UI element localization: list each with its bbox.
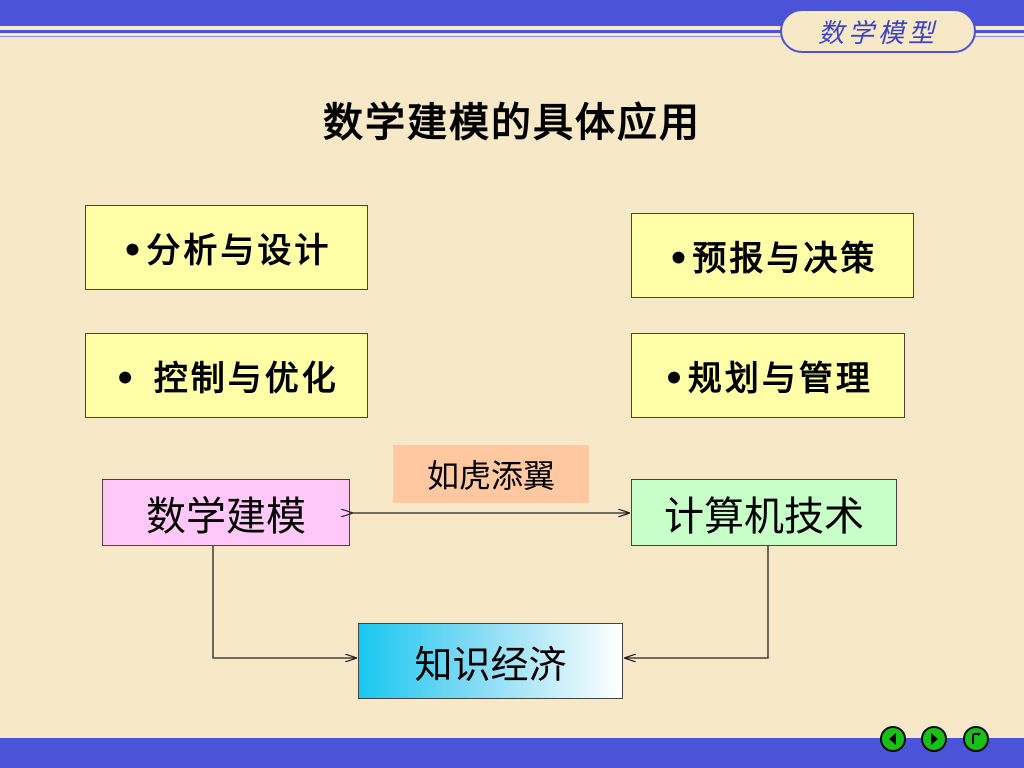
previous-button[interactable] — [880, 726, 906, 752]
bottom-band — [0, 738, 1024, 768]
left-to-result-arrow — [212, 546, 356, 658]
node-math-modeling: 数学建模 — [102, 479, 350, 546]
right-to-result-arrow — [625, 546, 769, 658]
previous-arrow-icon — [889, 733, 896, 745]
course-badge: 数学模型 — [780, 9, 976, 53]
relation-label: 如虎添翼 — [393, 445, 589, 503]
next-arrow-icon — [931, 733, 938, 745]
top-divider-thin — [0, 36, 1024, 37]
application-forecast-decision: •预报与决策 — [631, 213, 914, 298]
node-computer-technology: 计算机技术 — [631, 479, 897, 546]
page-title: 数学建模的具体应用 — [323, 99, 701, 146]
return-button[interactable] — [963, 726, 989, 752]
return-icon — [972, 732, 981, 744]
next-button[interactable] — [921, 726, 947, 752]
node-knowledge-economy: 知识经济 — [358, 623, 623, 699]
top-divider — [0, 30, 1024, 33]
application-control-optimization: • 控制与优化 — [85, 333, 368, 418]
application-planning-management: •规划与管理 — [631, 333, 905, 418]
application-analysis-design: •分析与设计 — [85, 205, 368, 290]
